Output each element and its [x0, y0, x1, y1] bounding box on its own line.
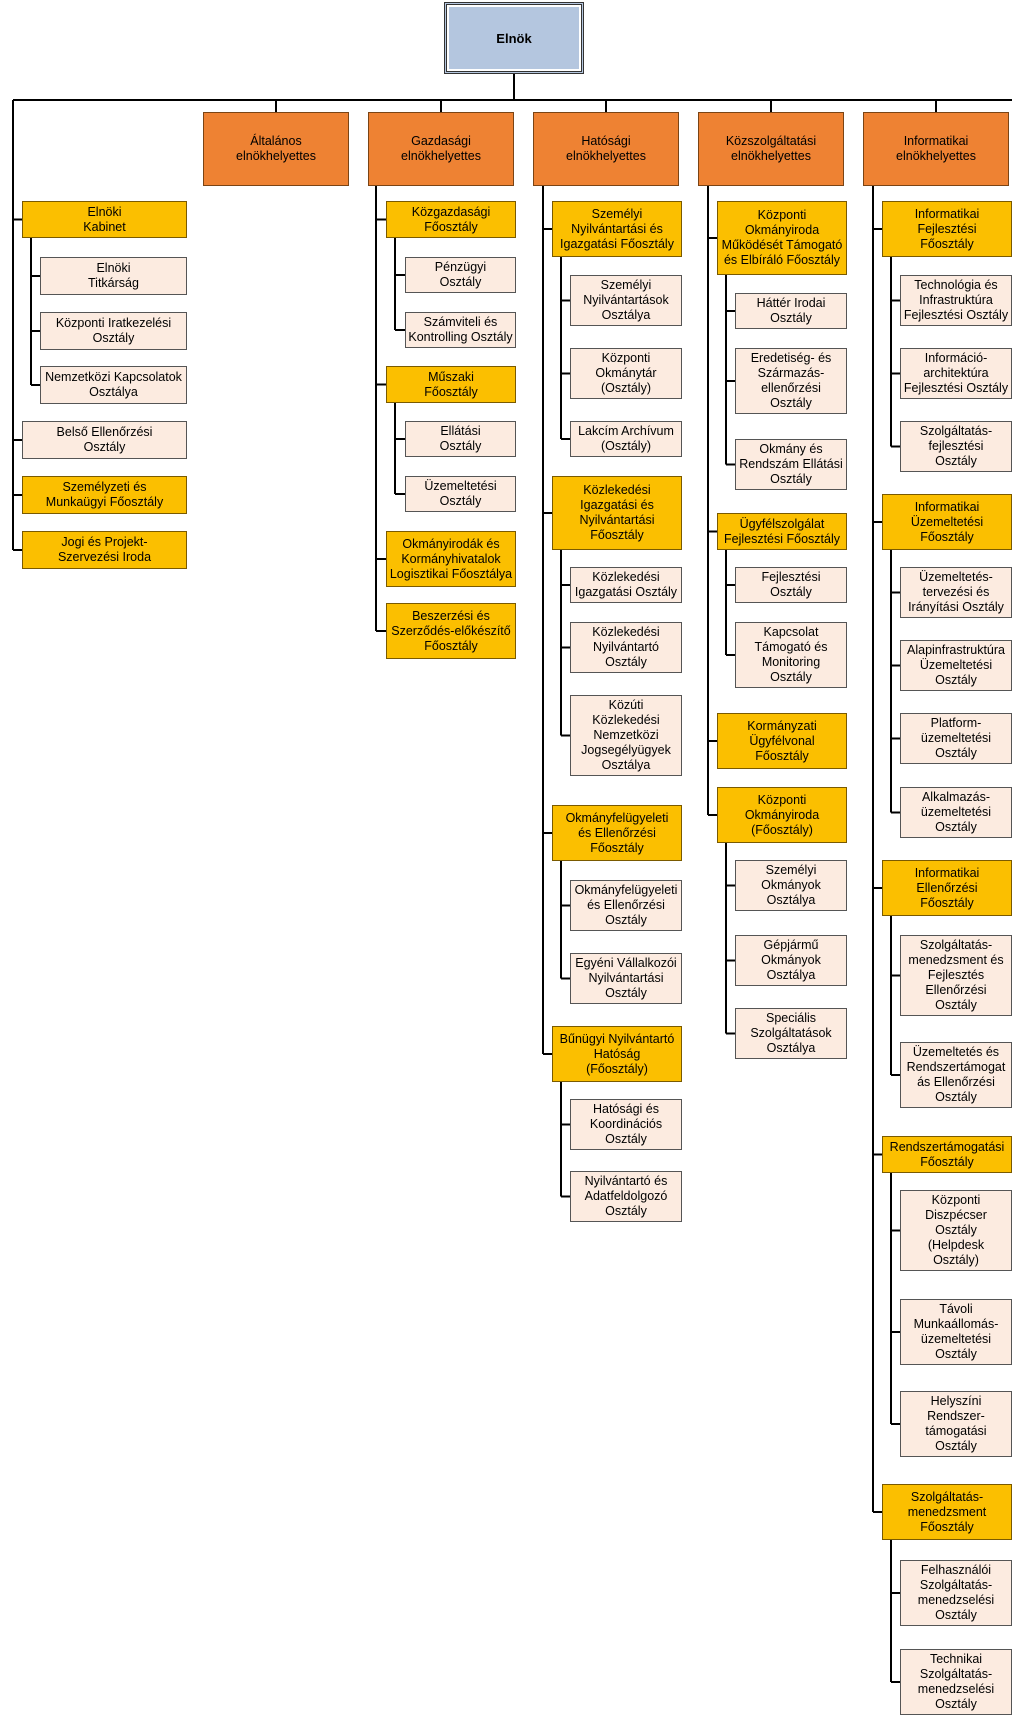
department-box: Közlekedési Nyilvántartó Osztály [570, 622, 682, 673]
main-department-box: Kormányzati Ügyfélvonal Főosztály [717, 713, 847, 769]
main-department-box: Műszaki Főosztály [386, 366, 516, 403]
department-box: Platform- üzemeltetési Osztály [900, 713, 1012, 764]
president-box: Elnök [444, 2, 584, 74]
department-box: Személyi Nyilvántartások Osztálya [570, 275, 682, 326]
department-box: Személyi Okmányok Osztálya [735, 860, 847, 911]
department-box: Központi Okmánytár (Osztály) [570, 348, 682, 399]
department-box: Fejlesztési Osztály [735, 567, 847, 603]
department-box: Technológia és Infrastruktúra Fejlesztés… [900, 275, 1012, 326]
department-box: Számviteli és Kontrolling Osztály [405, 312, 516, 348]
department-box: Helyszíni Rendszer- támogatási Osztály [900, 1391, 1012, 1457]
department-box: Felhasználói Szolgáltatás- menedzselési … [900, 1560, 1012, 1626]
department-box: Egyéni Vállalkozói Nyilvántartási Osztál… [570, 953, 682, 1004]
main-department-box: Beszerzési és Szerződés-előkészítő Főosz… [386, 603, 516, 659]
department-box: Távoli Munkaállomás- üzemeltetési Osztál… [900, 1299, 1012, 1365]
main-department-box: Központi Okmányiroda Működését Támogató … [717, 201, 847, 275]
deputy-box: Hatósági elnökhelyettes [533, 112, 679, 186]
main-department-box: Szolgáltatás- menedzsment Főosztály [882, 1484, 1012, 1540]
main-department-box: Informatikai Fejlesztési Főosztály [882, 201, 1012, 257]
department-box: Nyilvántartó és Adatfeldolgozó Osztály [570, 1171, 682, 1222]
main-department-box: Központi Okmányiroda (Főosztály) [717, 787, 847, 843]
department-box: Alkalmazás- üzemeltetési Osztály [900, 787, 1012, 838]
deputy-box: Informatikai elnökhelyettes [863, 112, 1009, 186]
department-box: Elnöki Titkárság [40, 257, 187, 295]
department-box: Központi Iratkezelési Osztály [40, 312, 187, 350]
department-box: Hatósági és Koordinációs Osztály [570, 1099, 682, 1150]
department-box: Üzemeltetés és Rendszertámogat ás Ellenő… [900, 1042, 1012, 1108]
deputy-box: Általános elnökhelyettes [203, 112, 349, 186]
main-department-box: Ügyfélszolgálat Fejlesztési Főosztály [717, 513, 847, 550]
main-department-box: Informatikai Ellenőrzési Főosztály [882, 860, 1012, 916]
deputy-box: Közszolgáltatási elnökhelyettes [698, 112, 844, 186]
department-box: Kapcsolat Támogató és Monitoring Osztály [735, 622, 847, 688]
department-box: Szolgáltatás- menedzsment és Fejlesztés … [900, 935, 1012, 1016]
main-department-box: Rendszertámogatási Főosztály [882, 1136, 1012, 1173]
department-box: Speciális Szolgáltatások Osztálya [735, 1008, 847, 1059]
department-box: Pénzügyi Osztály [405, 257, 516, 293]
direct-unit-box: Személyzeti és Munkaügyi Főosztály [22, 476, 187, 514]
department-box: Szolgáltatás- fejlesztési Osztály [900, 421, 1012, 472]
department-box: Közlekedési Igazgatási Osztály [570, 567, 682, 603]
direct-unit-box: Belső Ellenőrzési Osztály [22, 421, 187, 459]
department-box: Technikai Szolgáltatás- menedzselési Osz… [900, 1649, 1012, 1715]
department-box: Üzemeltetési Osztály [405, 476, 516, 512]
department-box: Nemzetközi Kapcsolatok Osztálya [40, 366, 187, 404]
main-department-box: Okmányfelügyeleti és Ellenőrzési Főosztá… [552, 805, 682, 861]
department-box: Központi Diszpécser Osztály (Helpdesk Os… [900, 1190, 1012, 1271]
main-department-box: Közgazdasági Főosztály [386, 201, 516, 238]
direct-unit-box: Elnöki Kabinet [22, 201, 187, 238]
main-department-box: Bűnügyi Nyilvántartó Hatóság (Főosztály) [552, 1026, 682, 1082]
department-box: Közúti Közlekedési Nemzetközi Jogsegélyü… [570, 695, 682, 776]
department-box: Okmányfelügyeleti és Ellenőrzési Osztály [570, 880, 682, 931]
main-department-box: Személyi Nyilvántartási és Igazgatási Fő… [552, 201, 682, 257]
main-department-box: Okmányirodák és Kormányhivatalok Logiszt… [386, 531, 516, 587]
department-box: Üzemeltetés- tervezési és Irányítási Osz… [900, 567, 1012, 618]
department-box: Okmány és Rendszám Ellátási Osztály [735, 439, 847, 490]
department-box: Háttér Irodai Osztály [735, 293, 847, 329]
deputy-box: Gazdasági elnökhelyettes [368, 112, 514, 186]
department-box: Alapinfrastruktúra Üzemeltetési Osztály [900, 640, 1012, 691]
department-box: Információ- architektúra Fejlesztési Osz… [900, 348, 1012, 399]
department-box: Lakcím Archívum (Osztály) [570, 421, 682, 457]
main-department-box: Informatikai Üzemeltetési Főosztály [882, 494, 1012, 550]
main-department-box: Közlekedési Igazgatási és Nyilvántartási… [552, 476, 682, 550]
department-box: Gépjármű Okmányok Osztálya [735, 935, 847, 986]
direct-unit-box: Jogi és Projekt- Szervezési Iroda [22, 531, 187, 569]
department-box: Ellátási Osztály [405, 421, 516, 457]
department-box: Eredetiség- és Származás- ellenőrzési Os… [735, 348, 847, 414]
